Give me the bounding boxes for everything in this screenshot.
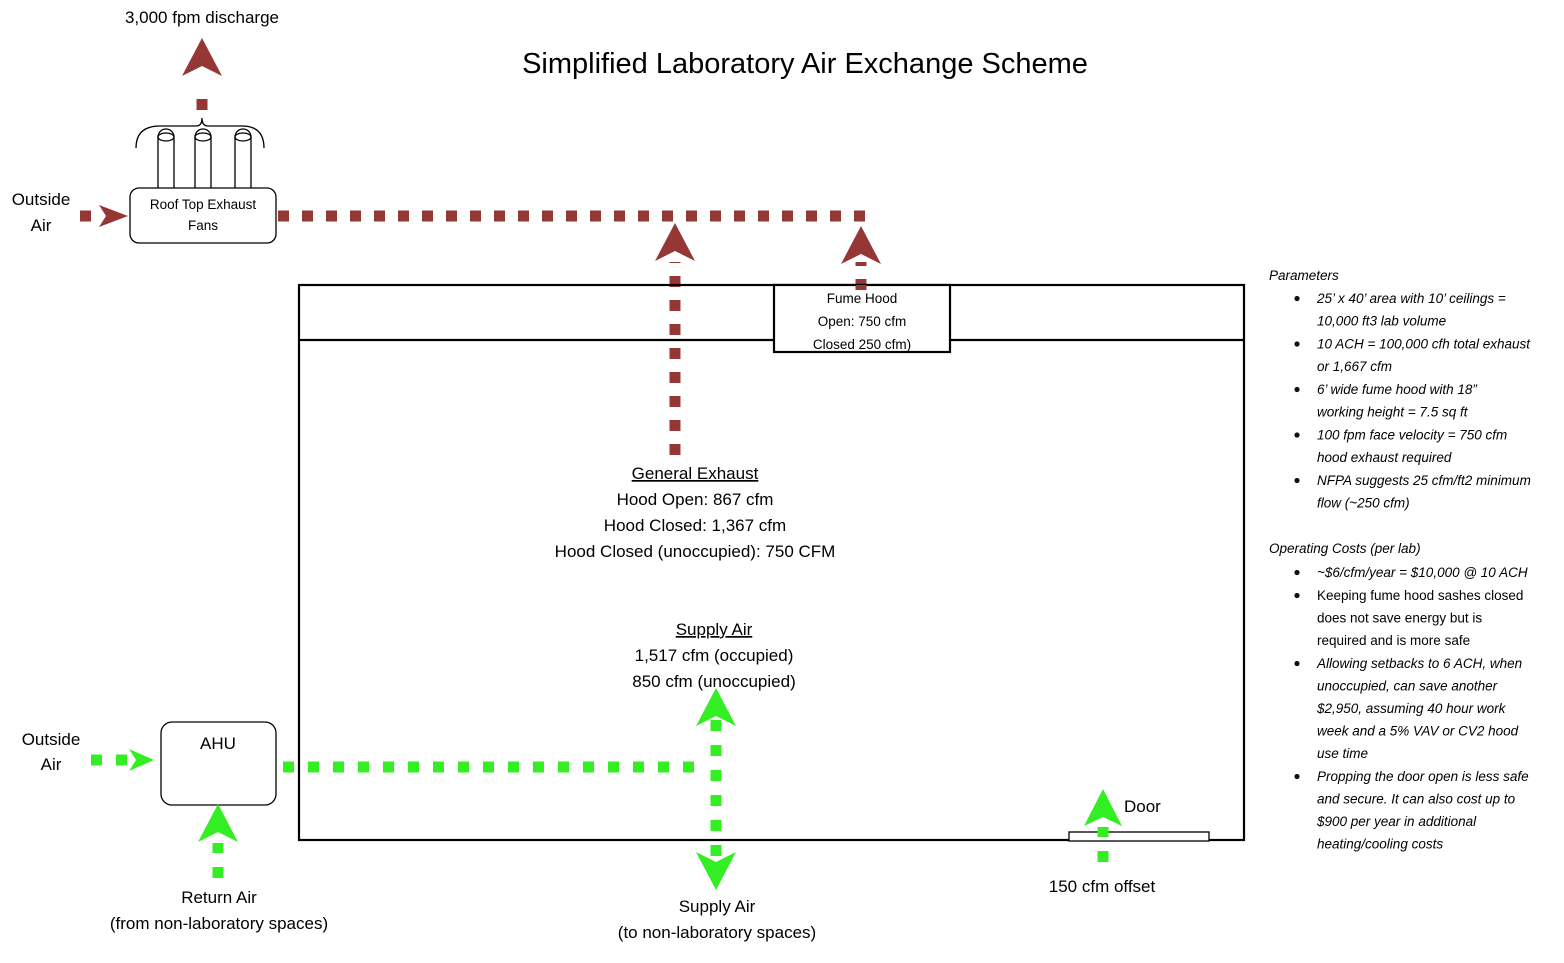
cost-item-line: does not save energy but is (1317, 611, 1482, 626)
fan-stack-2-top (194, 132, 212, 142)
cost-item-line: Allowing setbacks to 6 ACH, when (1316, 656, 1522, 671)
outside-air-top-arrowhead (99, 205, 128, 227)
parameter-item-line: 10 ACH = 100,000 cfh total exhaust (1317, 337, 1531, 352)
general-exhaust-arrowhead (655, 223, 695, 261)
general-exhaust-closed: Hood Closed: 1,367 cfm (604, 516, 786, 535)
return-air-source-label: (from non-laboratory spaces) (110, 914, 328, 933)
cost-item-line: week and a 5% VAV or CV2 hood (1317, 724, 1519, 739)
cost-item-line: and secure. It can also cost up to (1317, 792, 1516, 807)
supply-air-occupied: 1,517 cfm (occupied) (635, 646, 794, 665)
cost-item-line: use time (1317, 746, 1368, 761)
outside-air-bottom-label: Outside (22, 730, 81, 749)
supply-air-title: Supply Air (676, 620, 753, 639)
general-exhaust-open: Hood Open: 867 cfm (617, 490, 774, 509)
supply-out-target-label: (to non-laboratory spaces) (618, 923, 816, 942)
cost-item-line: ~$6/cfm/year = $10,000 @ 10 ACH (1317, 565, 1528, 580)
supply-down-arrowhead (696, 852, 736, 890)
diagram-title: Simplified Laboratory Air Exchange Schem… (522, 48, 1088, 80)
parameter-item-line: flow (~250 cfm) (1317, 496, 1410, 511)
return-air-arrowhead (198, 804, 238, 842)
parameter-item-line: 100 fpm face velocity = 750 cfm (1317, 428, 1507, 443)
cost-bullet (1294, 592, 1300, 599)
parameter-bullet (1294, 477, 1300, 484)
cost-item-line: Propping the door open is less safe (1317, 769, 1529, 784)
cost-item-line: $900 per year in additional (1316, 814, 1477, 829)
cost-bullet (1294, 773, 1300, 780)
roof-fan-stacks (135, 117, 265, 190)
ahu-label: AHU (200, 734, 236, 753)
operating-costs-heading: Operating Costs (per lab) (1269, 541, 1421, 556)
fume-hood-label: Fume Hood (827, 291, 898, 306)
return-air-label: Return Air (181, 888, 257, 907)
parameter-item-line: 6’ wide fume hood with 18” (1317, 382, 1477, 397)
parameter-bullet (1294, 295, 1300, 302)
parameter-item-line: working height = 7.5 sq ft (1317, 405, 1469, 420)
discharge-arrowhead (182, 38, 222, 76)
parameter-bullet (1294, 341, 1300, 347)
fume-hood-open-label: Open: 750 cfm (818, 314, 907, 329)
lab-room (297, 283, 1246, 842)
exhaust-flows (80, 93, 870, 455)
door-label: Door (1124, 797, 1161, 816)
operating-costs-list: ~$6/cfm/year = $10,000 @ 10 ACH Keeping f… (1294, 565, 1529, 852)
operating-costs-panel: Operating Costs (per lab) ~$6/cfm/year =… (1269, 541, 1529, 852)
outside-air-bottom-label-2: Air (41, 755, 62, 774)
discharge-label: 3,000 fpm discharge (125, 8, 279, 27)
parameter-bullet (1294, 386, 1300, 393)
roof-fans-box (129, 187, 277, 244)
outside-air-top-label: Outside (12, 190, 71, 209)
general-exhaust-unoccupied: Hood Closed (unoccupied): 750 CFM (555, 542, 836, 561)
exhaust-arrowheads (99, 38, 881, 264)
fan-stack-2 (194, 128, 212, 190)
parameter-bullet (1294, 432, 1300, 438)
parameter-item-line: 25’ x 40’ area with 10’ ceilings = (1316, 291, 1506, 306)
cost-bullet (1294, 660, 1300, 667)
parameters-panel: Parameters 25’ x 40’ area with 10’ ceili… (1269, 268, 1531, 511)
supply-up-arrowhead (696, 688, 736, 726)
supply-air-unoccupied: 850 cfm (unoccupied) (632, 672, 795, 691)
roof-fans-label-2: Fans (188, 218, 218, 233)
fan-bracket (135, 117, 265, 149)
cost-bullet (1294, 569, 1300, 576)
fume-hood-closed-label: Closed 250 cfm) (813, 337, 911, 352)
fume-hood-box (772, 283, 952, 354)
parameter-item-line: NFPA suggests 25 cfm/ft2 minimum (1317, 473, 1531, 488)
door-offset-label: 150 cfm offset (1049, 877, 1156, 896)
general-exhaust-title: General Exhaust (632, 464, 759, 483)
cost-item-line: $2,950, assuming 40 hour work (1316, 701, 1507, 716)
parameter-item-line: 10,000 ft3 lab volume (1317, 314, 1446, 329)
fume-hood-arrowhead (841, 226, 881, 264)
outside-air-bottom-arrowhead (129, 749, 154, 771)
outside-air-top-label-2: Air (31, 216, 52, 235)
cost-item-line: unoccupied, can save another (1317, 679, 1498, 694)
parameters-heading: Parameters (1269, 268, 1339, 283)
roof-fans-label: Roof Top Exhaust (150, 197, 257, 212)
parameter-item-line: or 1,667 cfm (1317, 359, 1392, 374)
door-offset-arrowhead (1084, 789, 1122, 826)
cost-item-line: Keeping fume hood sashes closed (1317, 588, 1523, 603)
door (1068, 831, 1210, 842)
cost-item-line: heating/cooling costs (1317, 837, 1443, 852)
fan-stack-1-top (157, 132, 175, 142)
fan-stack-1 (157, 128, 175, 190)
supply-out-label: Supply Air (679, 897, 756, 916)
fan-stack-3-top (234, 132, 252, 142)
supply-arrowheads (129, 688, 1122, 890)
fan-stack-3 (234, 128, 252, 190)
cost-item-line: required and is more safe (1317, 633, 1470, 648)
parameter-item-line: hood exhaust required (1317, 450, 1452, 465)
parameters-list: 25’ x 40’ area with 10’ ceilings = 10,000… (1294, 291, 1531, 511)
supply-flows (91, 720, 1109, 878)
